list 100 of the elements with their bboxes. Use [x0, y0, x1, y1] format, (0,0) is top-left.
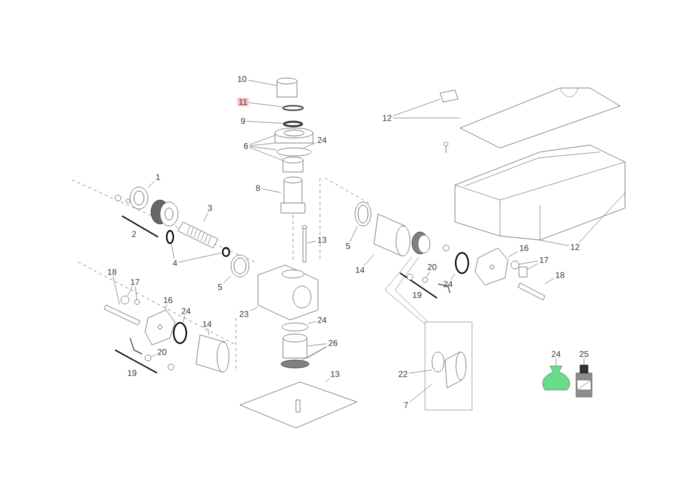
leader-line: [426, 271, 430, 278]
leader-line: [518, 260, 538, 264]
callout-number: 20: [158, 349, 166, 355]
callout-number: 11: [237, 98, 249, 106]
fitting: [422, 277, 428, 283]
leader-line: [364, 254, 374, 266]
callout-number: 14: [356, 267, 364, 273]
leader-line: [306, 241, 316, 244]
screw: [302, 225, 308, 262]
callout-number: 12: [382, 115, 392, 121]
callout-number: 13: [318, 237, 326, 243]
o-ring: [282, 104, 304, 112]
screw: [134, 299, 140, 305]
leader-line: [204, 212, 208, 222]
cap: [120, 296, 130, 304]
bearing: [282, 334, 308, 358]
bolt: [104, 304, 140, 326]
washer: [126, 198, 130, 204]
leader-line: [150, 354, 156, 357]
bottle-icon: [576, 364, 592, 398]
leader-line: [250, 307, 258, 312]
leader-line: [578, 192, 626, 243]
ring: [354, 202, 372, 226]
o-ring: [172, 322, 188, 344]
leader-line: [544, 278, 554, 284]
callout-number: 5: [346, 243, 350, 249]
leader-line: [308, 321, 316, 324]
callout-number: 9: [241, 118, 245, 124]
screw: [114, 194, 122, 202]
o-ring: [454, 252, 470, 274]
callout-number: 19: [128, 370, 136, 376]
callout-number: 7: [404, 402, 408, 408]
fitting: [144, 354, 152, 362]
pulley: [412, 232, 430, 254]
leader-line: [410, 384, 432, 402]
callout-number: 23: [240, 311, 248, 317]
callout-number: 2: [132, 231, 136, 237]
callout-number: 14: [202, 321, 212, 327]
callout-number: 13: [330, 371, 340, 377]
leader-line: [182, 315, 186, 322]
leader-line: [250, 135, 276, 145]
washer: [406, 274, 414, 280]
leader-line: [306, 343, 328, 346]
cap: [518, 266, 528, 278]
leader-line: [164, 304, 167, 310]
callout-number: 16: [520, 245, 528, 251]
callout-number: 24: [182, 308, 190, 314]
callout-number: 17: [540, 257, 548, 263]
leader-line: [178, 252, 222, 262]
leader-line: [224, 275, 232, 284]
leader-line: [302, 346, 328, 360]
leader-line: [540, 240, 570, 246]
gearbox-housing: [258, 264, 318, 320]
worm-screw: [178, 222, 218, 248]
leader-line: [304, 142, 316, 148]
leader-line: [250, 147, 284, 161]
washer: [130, 186, 148, 210]
leader-line: [526, 263, 538, 270]
callout-number: 24: [444, 281, 452, 287]
leader-line: [250, 146, 278, 150]
seal-ring: [282, 322, 308, 332]
o-ring: [283, 120, 303, 128]
leader-line: [171, 244, 174, 259]
callout-number: 19: [412, 292, 422, 298]
callout-number: 5: [218, 284, 222, 290]
leader-line: [248, 102, 282, 107]
leader-line: [326, 378, 330, 382]
screw: [444, 142, 448, 154]
gear-shaft: [280, 176, 306, 214]
callout-number: 4: [172, 260, 178, 266]
leader-line: [246, 121, 284, 124]
callout-number: 22: [398, 371, 408, 377]
lid-tab: [440, 90, 458, 102]
nut: [168, 364, 174, 370]
callout-number: 6: [244, 143, 248, 149]
cylinder: [374, 214, 410, 256]
cover-plate: [460, 88, 620, 148]
bearing-cup: [274, 128, 314, 144]
flange: [144, 310, 176, 346]
callout-number: 24: [552, 351, 560, 357]
nut: [510, 260, 520, 270]
leader-line: [450, 274, 456, 280]
leader-line: [248, 80, 278, 86]
pulley: [150, 200, 178, 226]
callout-number: 12: [570, 244, 580, 250]
base-plate: [240, 382, 358, 428]
callout-number: 10: [238, 76, 246, 82]
callout-number: 18: [108, 269, 116, 275]
flange: [474, 248, 508, 286]
leader-line: [306, 346, 328, 358]
callout-number: 17: [130, 279, 140, 285]
leader-line: [112, 276, 120, 306]
leader-line: [508, 251, 518, 258]
bushing: [276, 78, 298, 98]
callout-number: 25: [580, 351, 588, 357]
leader-line: [127, 286, 133, 296]
callout-number: 8: [256, 185, 260, 191]
leader-line: [148, 180, 154, 188]
bag-icon: [542, 366, 570, 390]
leader-line: [408, 370, 432, 374]
